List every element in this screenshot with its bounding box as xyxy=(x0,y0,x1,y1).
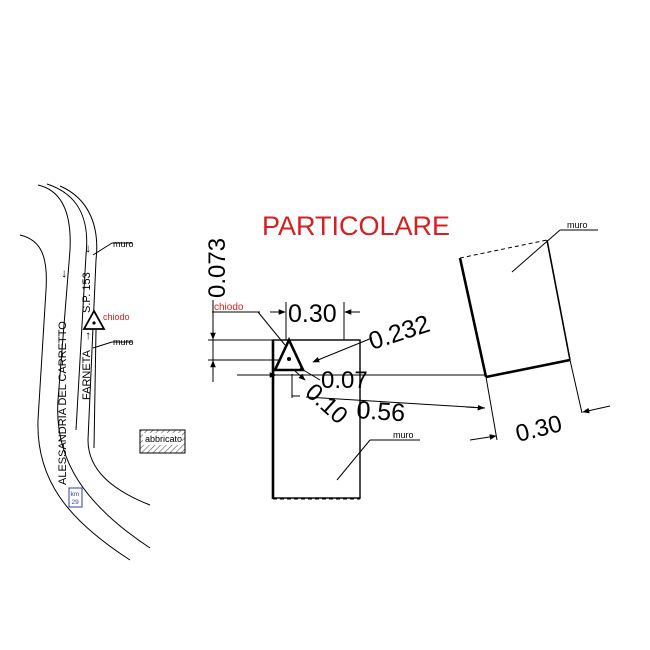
muro-right-label: muro xyxy=(567,220,588,230)
detail-right-wall: muro 0.30 xyxy=(458,220,611,448)
chiodo-map-label: chiodo xyxy=(103,312,130,322)
nail-marker-detail xyxy=(272,336,306,372)
sp-label: S.P. 153 xyxy=(81,272,93,313)
muro-bottom-leader xyxy=(92,341,113,349)
road-name-group: ALESSANDRIA DEL CARRETTO ← xyxy=(55,268,69,485)
detail-view: muro 0.073 chiodo 0.30 0.232 0.07 xyxy=(204,238,486,500)
building-abbricato: abbricato xyxy=(139,429,186,454)
road-name-arrow: ← xyxy=(55,268,69,280)
dim-0-30-bottom: 0.30 xyxy=(513,410,565,448)
verge-line xyxy=(93,329,97,449)
sp-arrow: ← xyxy=(79,243,93,255)
detail-title: PARTICOLARE xyxy=(262,211,450,241)
dim-0-30-top: 0.30 xyxy=(288,300,337,328)
muro-top-label: muro xyxy=(113,239,134,249)
muro-main-label: muro xyxy=(393,430,414,440)
farneta-arrow: → xyxy=(79,330,93,342)
sp-group: S.P. 153 ← xyxy=(79,243,93,313)
road-edge-inner xyxy=(59,185,151,506)
farneta-group: FARNETA → xyxy=(79,330,93,400)
muro-top-leader xyxy=(92,242,113,256)
km-marker: km 29 xyxy=(68,487,83,508)
farneta-label: FARNETA xyxy=(81,349,93,400)
road-map: muro muro chiodo ALESSANDRIA DEL CARRETT… xyxy=(19,183,186,561)
abbricato-label: abbricato xyxy=(145,434,182,444)
road-edge-outer-2 xyxy=(19,234,131,561)
nail-marker-map xyxy=(82,309,106,330)
muro-bottom-label: muro xyxy=(113,337,134,347)
km-marker-line1: km xyxy=(71,491,80,498)
road-name-label: ALESSANDRIA DEL CARRETTO xyxy=(57,321,69,485)
road-edge-inner-2 xyxy=(46,183,88,431)
km-marker-line2: 29 xyxy=(72,499,80,506)
muro-right-leader xyxy=(511,229,561,273)
dim-0-56: 0.56 xyxy=(356,396,407,427)
road-edge-outer xyxy=(37,184,151,549)
dim-0-07: 0.07 xyxy=(321,367,368,394)
dim-0-232: 0.232 xyxy=(365,310,433,356)
dim-0-073: 0.073 xyxy=(204,238,231,298)
muro-main-leader xyxy=(336,439,371,481)
chiodo-detail-label: chiodo xyxy=(214,302,244,313)
